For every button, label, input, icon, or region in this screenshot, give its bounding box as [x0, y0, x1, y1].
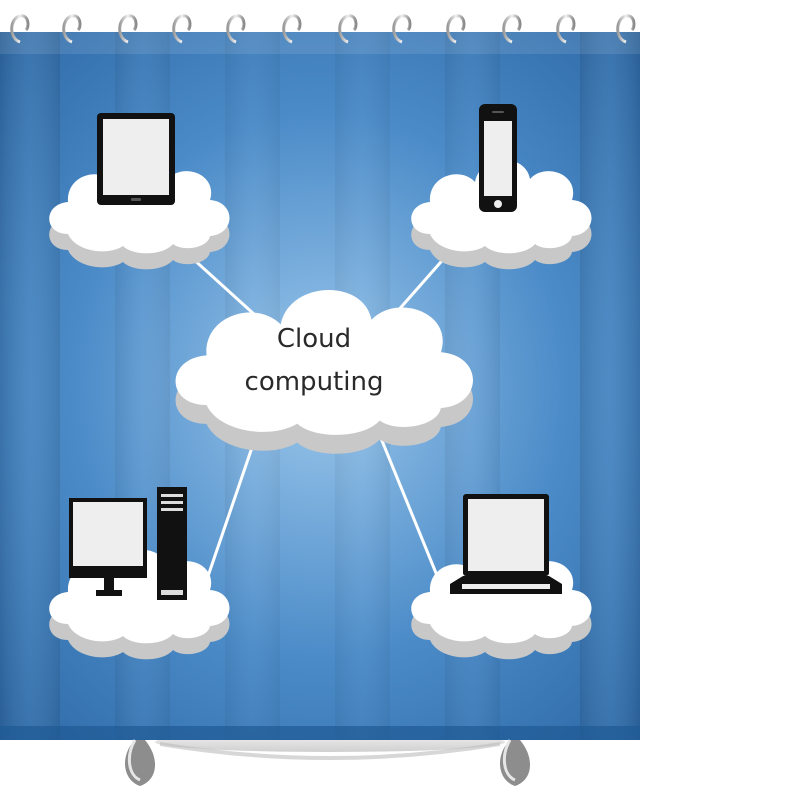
ring-icon — [502, 14, 522, 44]
ring-icon — [10, 14, 30, 44]
ring-icon — [282, 14, 302, 44]
ring-icon — [616, 14, 636, 44]
ring-icon — [338, 14, 358, 44]
monitor-icon — [69, 498, 147, 596]
smartphone-icon — [479, 104, 517, 212]
cloud-title-line1: Cloud — [277, 324, 351, 354]
cloud-title-line2: computing — [245, 367, 384, 397]
ring-icon — [226, 14, 246, 44]
tablet-icon — [97, 113, 175, 205]
ring-icon — [556, 14, 576, 44]
faucet-icon — [124, 739, 531, 786]
laptop-icon — [450, 494, 562, 594]
central-cloud: Cloud computing — [175, 290, 473, 454]
ring-icon — [446, 14, 466, 44]
connector-line — [374, 425, 440, 579]
ring-icon — [392, 14, 412, 44]
ring-icon — [118, 14, 138, 44]
desktop-computer-icon — [69, 487, 187, 600]
curtain-rings — [10, 14, 636, 44]
connector-line — [203, 429, 260, 586]
pc-tower-icon — [157, 487, 187, 600]
ring-icon — [62, 14, 82, 44]
ring-icon — [172, 14, 192, 44]
